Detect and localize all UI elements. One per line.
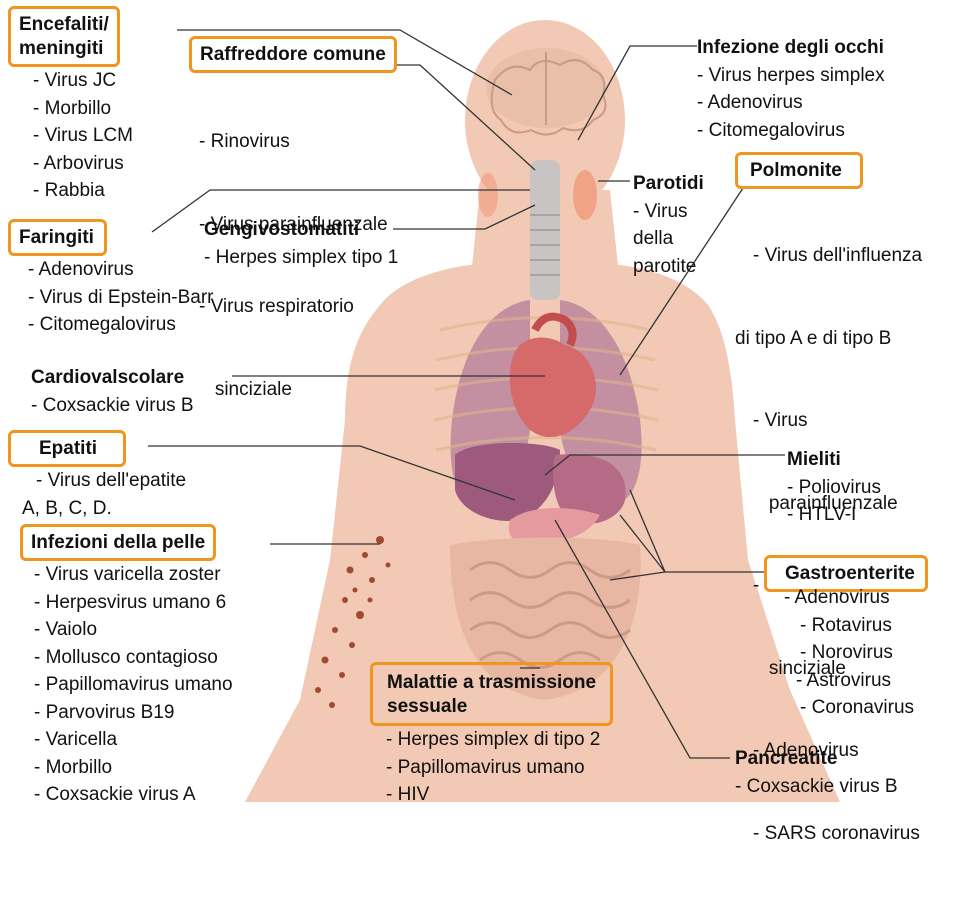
list-item: - Coxsackie virus B xyxy=(31,392,194,420)
list-item: - Papillomavirus umano xyxy=(34,671,233,699)
title-pelle: Infezioni della pelle xyxy=(20,524,216,561)
list-item: - Coronavirus xyxy=(784,694,928,722)
title-polmonite: Polmonite xyxy=(735,152,863,189)
title-epatiti: Epatiti xyxy=(8,430,126,467)
list-item: - Herpes simplex di tipo 2 xyxy=(386,726,613,754)
list-item: - Virus xyxy=(735,407,922,435)
group-mieliti: Mieliti - Poliovirus - HTLV-I xyxy=(787,446,881,529)
list-item: - Varicella xyxy=(34,726,233,754)
group-mts: Malattie a trasmissione sessuale - Herpe… xyxy=(370,662,613,809)
list-item: - Morbillo xyxy=(33,95,133,123)
title-raffreddore: Raffreddore comune xyxy=(189,36,397,73)
group-occhi: Infezione degli occhi - Virus herpes sim… xyxy=(697,34,885,144)
title-parotidi: Parotidi xyxy=(633,172,704,196)
list-item: - Vaiolo xyxy=(34,616,233,644)
parotid-right xyxy=(573,170,597,220)
list-item: - Citomegalovirus xyxy=(697,117,885,145)
parotid-left xyxy=(478,173,498,217)
title-encefaliti: Encefaliti/ meningiti xyxy=(8,6,120,67)
list-item: - HIV xyxy=(386,781,613,809)
group-cardio: Cardiovalscolare - Coxsackie virus B xyxy=(31,364,194,419)
list-item: - Poliovirus xyxy=(787,474,881,502)
list-item: di tipo A e di tipo B xyxy=(735,325,922,353)
list-item: - Virus xyxy=(633,198,704,226)
list-pancreatite: - Coxsackie virus B xyxy=(735,773,898,801)
title-gengivostomatiti: Gengivostomatiti xyxy=(204,218,359,242)
list-item: - Virus JC xyxy=(33,67,133,95)
list-item: - Virus varicella zoster xyxy=(34,561,233,589)
list-item: - Arbovirus xyxy=(33,150,133,178)
list-item: - HTLV-I xyxy=(787,501,881,529)
list-item: sinciziale xyxy=(199,376,397,404)
title-mieliti: Mieliti xyxy=(787,448,841,472)
list-item: - Virus dell'influenza xyxy=(735,242,922,270)
list-item: - Herpes simplex tipo 1 xyxy=(204,244,398,272)
group-pancreatite: Pancreatite - Coxsackie virus B xyxy=(735,745,898,800)
list-gengivostomatiti: - Herpes simplex tipo 1 xyxy=(204,244,398,272)
list-occhi: - Virus herpes simplex - Adenovirus - Ci… xyxy=(697,62,885,145)
list-item: - Morbillo xyxy=(34,754,233,782)
group-encefaliti: Encefaliti/ meningiti - Virus JC - Morbi… xyxy=(8,6,133,205)
list-epatiti: - Virus dell'epatite A, B, C, D. xyxy=(8,467,186,522)
list-item: - Citomegalovirus xyxy=(28,311,214,339)
title-cardio: Cardiovalscolare xyxy=(31,366,184,390)
list-item: - Virus respiratorio xyxy=(199,293,397,321)
list-parotidi: - Virus della parotite xyxy=(633,198,704,281)
list-item: - Parvovirus B19 xyxy=(34,699,233,727)
list-mts: - Herpes simplex di tipo 2 - Papillomavi… xyxy=(370,726,613,809)
list-item: - Coxsackie virus A xyxy=(34,781,233,809)
list-item: - Rinovirus xyxy=(199,128,397,156)
list-item: A, B, C, D. xyxy=(22,495,186,523)
list-mieliti: - Poliovirus - HTLV-I xyxy=(787,474,881,529)
list-item: - Norovirus xyxy=(784,639,928,667)
title-pancreatite: Pancreatite xyxy=(735,747,837,771)
title-faringiti: Faringiti xyxy=(8,219,107,256)
list-encefaliti: - Virus JC - Morbillo - Virus LCM - Arbo… xyxy=(8,67,133,205)
group-parotidi: Parotidi - Virus della parotite xyxy=(633,170,704,280)
group-faringiti: Faringiti - Adenovirus - Virus di Epstei… xyxy=(8,219,214,339)
list-item: della xyxy=(633,225,704,253)
list-item: - Virus di Epstein-Barr xyxy=(28,284,214,312)
list-cardio: - Coxsackie virus B xyxy=(31,392,194,420)
list-item: - Coxsackie virus B xyxy=(735,773,898,801)
list-item: - Rabbia xyxy=(33,177,133,205)
list-gastro: - Adenovirus - Rotavirus - Norovirus - A… xyxy=(764,584,928,722)
list-item: - Virus herpes simplex xyxy=(697,62,885,90)
list-item: - Adenovirus xyxy=(28,256,214,284)
list-item: - Virus dell'epatite xyxy=(36,467,186,495)
list-item: - Virus LCM xyxy=(33,122,133,150)
list-item: - Papillomavirus umano xyxy=(386,754,613,782)
trachea xyxy=(530,160,560,300)
list-item: - Rotavirus xyxy=(784,612,928,640)
list-faringiti: - Adenovirus - Virus di Epstein-Barr - C… xyxy=(8,256,214,339)
group-epatiti: Epatiti - Virus dell'epatite A, B, C, D. xyxy=(8,430,186,522)
group-pelle: Infezioni della pelle - Virus varicella … xyxy=(20,524,233,809)
group-gengivostomatiti: Gengivostomatiti - Herpes simplex tipo 1 xyxy=(204,216,398,271)
list-pelle: - Virus varicella zoster - Herpesvirus u… xyxy=(20,561,233,809)
list-item: parotite xyxy=(633,253,704,281)
title-mts: Malattie a trasmissione sessuale xyxy=(370,662,613,726)
list-item: - SARS coronavirus xyxy=(735,820,922,848)
list-item: - Mollusco contagioso xyxy=(34,644,233,672)
list-item: - Adenovirus xyxy=(697,89,885,117)
list-item: - Astrovirus xyxy=(784,667,928,695)
group-gastro: Gastroenterite - Adenovirus - Rotavirus … xyxy=(764,555,928,722)
title-occhi: Infezione degli occhi xyxy=(697,36,884,60)
list-item: - Herpesvirus umano 6 xyxy=(34,589,233,617)
